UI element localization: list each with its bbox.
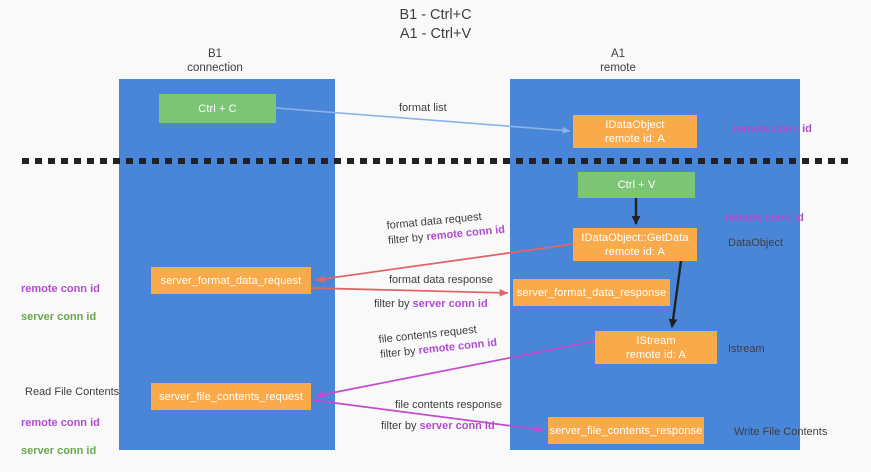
node-server-file-contents-request[interactable]: server_file_contents_request	[151, 383, 311, 410]
node-ctrl-c[interactable]: Ctrl + C	[159, 94, 276, 123]
page-title: B1 - Ctrl+C A1 - Ctrl+V	[399, 7, 472, 42]
annotation-conn-ids-lower: remote conn id server conn id	[21, 402, 100, 472]
annotation-remote-conn-id-mid: remote conn id	[725, 212, 804, 224]
filter-prefix: filter by	[381, 420, 420, 432]
node-server-format-data-request[interactable]: server_format_data_request	[151, 267, 311, 294]
annotation-write-file-contents: Write File Contents	[734, 426, 828, 438]
node-server-format-data-response[interactable]: server_format_data_response	[513, 279, 670, 306]
node-ctrl-v-label: Ctrl + V	[617, 179, 656, 191]
edge-label-format-data-request: format data request filter by remote con…	[386, 208, 506, 249]
node-server-file-contents-request-label: server_file_contents_request	[158, 390, 304, 403]
node-idataobject[interactable]: IDataObject remote id: A	[573, 115, 697, 148]
arrow-format-data-response	[310, 287, 509, 297]
node-istream-line2: remote id: A	[626, 348, 686, 361]
node-istream-line1: IStream	[636, 334, 676, 347]
filter-prefix: filter by	[387, 231, 428, 247]
node-ctrl-c-label: Ctrl + C	[198, 102, 237, 115]
edge-label-file-contents-response-filter: filter by server conn id	[381, 419, 495, 434]
filter-prefix: filter by	[379, 344, 420, 361]
annotation-dataobject: DataObject	[728, 237, 784, 249]
filter-server-conn-id: server conn id	[412, 298, 488, 310]
column-header-a1: A1 remote	[600, 48, 636, 74]
edge-label-format-data-response: format data response	[389, 274, 493, 286]
filter-server-conn-id: server conn id	[419, 420, 495, 432]
annotation-read-file-contents: Read File Contents	[25, 386, 120, 398]
edge-label-file-contents-response: file contents response	[395, 399, 503, 411]
annotation-remote-conn-id-2: remote conn id	[21, 417, 100, 429]
edge-label-format-list: format list	[399, 102, 447, 114]
node-server-file-contents-response[interactable]: server_file_contents_response	[548, 417, 704, 444]
annotation-remote-conn-id-top: remote conn id	[733, 123, 812, 135]
node-ctrl-v[interactable]: Ctrl + V	[578, 172, 695, 198]
column-header-b1: B1 connection	[187, 48, 243, 74]
annotation-conn-ids-upper: remote conn id server conn id	[21, 268, 100, 338]
edge-label-format-data-response-filter: filter by server conn id	[374, 297, 488, 312]
node-idataobject-line1: IDataObject	[605, 118, 665, 131]
node-server-format-data-request-label: server_format_data_request	[160, 274, 302, 287]
node-idataobject-line2: remote id: A	[605, 132, 665, 145]
node-server-file-contents-response-label: server_file_contents_response	[549, 424, 703, 437]
phase-separator-dashed-line	[22, 158, 850, 164]
filter-prefix: filter by	[374, 298, 413, 310]
node-getdata-line2: remote id: A	[605, 245, 665, 258]
annotation-remote-conn-id-1: remote conn id	[21, 283, 100, 295]
node-server-format-data-response-label: server_format_data_response	[516, 286, 667, 299]
node-istream[interactable]: IStream remote id: A	[595, 331, 717, 364]
edge-label-file-contents-request: file contents request filter by remote c…	[378, 321, 498, 363]
annotation-server-conn-id-1: server conn id	[21, 311, 97, 323]
node-idataobject-getdata[interactable]: IDataObject::GetData remote id: A	[573, 228, 697, 261]
node-getdata-line1: IDataObject::GetData	[581, 231, 689, 244]
annotation-server-conn-id-2: server conn id	[21, 445, 97, 457]
annotation-istream: Istream	[728, 343, 765, 355]
